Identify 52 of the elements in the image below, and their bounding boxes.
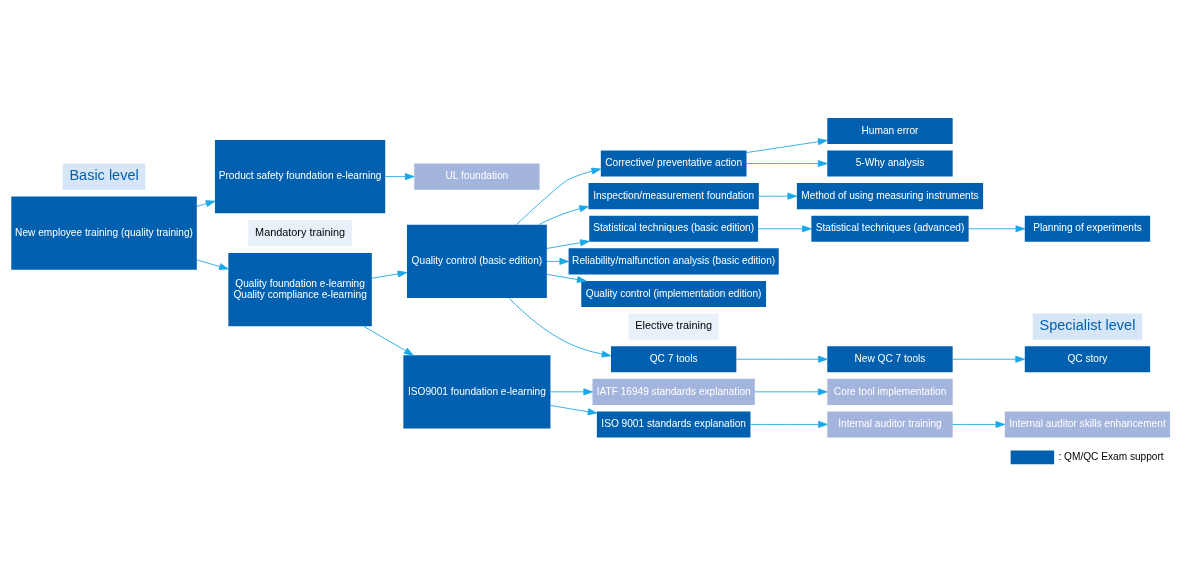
arrow xyxy=(757,224,812,232)
node-box: Corrective/ preventative action xyxy=(600,150,747,177)
node-box: Inspection/measurement foundation xyxy=(588,182,759,209)
label: Specialist level xyxy=(1039,316,1136,333)
arrow xyxy=(546,257,569,265)
node-box: ISO9001 foundation e-learning xyxy=(403,354,551,428)
arrow xyxy=(515,167,601,225)
label: Mandatory training xyxy=(255,225,346,238)
node-box: Quality control (implementation edition) xyxy=(581,280,767,307)
arrow xyxy=(736,355,828,363)
label: Basic level xyxy=(69,166,139,183)
node-box: QC 7 tools xyxy=(611,345,737,372)
node-box: Quality control (basic edition) xyxy=(407,224,547,298)
arrow xyxy=(371,270,408,279)
node-box: Internal auditor training xyxy=(827,410,953,437)
node-box: Planning of experiments xyxy=(1024,215,1151,242)
node-box: Reliability/malfunction analysis (basic edition) xyxy=(568,247,779,274)
label: Elective training xyxy=(635,318,712,331)
arrow xyxy=(196,199,216,207)
arrow xyxy=(754,387,828,395)
arrow xyxy=(546,238,590,249)
node-box: Human error xyxy=(827,117,953,144)
node-box: Internal auditor skills enhancement xyxy=(1004,410,1171,437)
arrow xyxy=(746,159,828,167)
node-box: UL foundation xyxy=(414,163,540,190)
node-box: Statistical techniques (advanced) xyxy=(811,215,969,242)
node-box: Core tool implementation xyxy=(827,378,953,405)
legend-label: : QM/QC Exam support xyxy=(1058,450,1164,462)
arrow xyxy=(538,204,589,225)
arrow xyxy=(196,258,229,270)
node-box: New QC 7 tools xyxy=(827,345,953,372)
node-box: Statistical techniques (basic edition) xyxy=(589,215,759,242)
arrow xyxy=(758,192,797,200)
arrow xyxy=(546,273,587,283)
arrow xyxy=(746,137,828,153)
node-box: QC story xyxy=(1024,345,1151,372)
arrow xyxy=(952,355,1025,363)
arrow xyxy=(385,172,415,180)
node-box: Product safety foundation e-learning xyxy=(214,139,386,213)
node-box: Quality foundation e-learning Quality compliance e-learning xyxy=(228,252,372,326)
node-box: Method of using measuring instruments xyxy=(796,182,984,209)
arrow xyxy=(750,420,828,428)
arrow xyxy=(550,404,598,415)
arrow xyxy=(952,420,1006,428)
arrow xyxy=(363,325,414,356)
arrow xyxy=(968,224,1026,232)
arrow xyxy=(550,387,593,395)
node-box: 5-Why analysis xyxy=(827,150,953,177)
node-box: New employee training (quality training) xyxy=(11,196,197,270)
node-box: IATF 16949 standards explanation xyxy=(592,378,755,405)
node-box: ISO 9001 standards explanation xyxy=(596,410,751,437)
arrow xyxy=(508,297,612,358)
